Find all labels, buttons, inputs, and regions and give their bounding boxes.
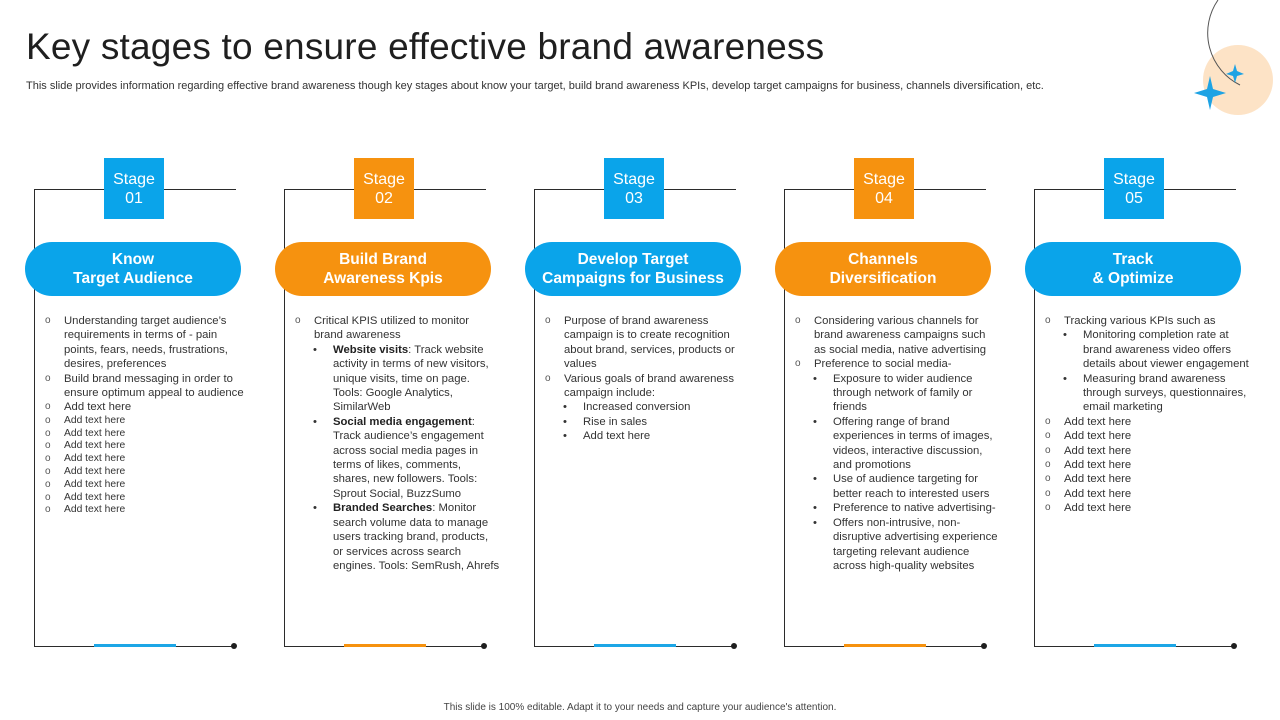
sub-item: Offers non-intrusive, non-disruptive adv…: [795, 516, 1000, 574]
bottom-accent-bar: [1094, 644, 1176, 647]
sub-item-bold: Branded Searches: [333, 502, 433, 515]
heading-line-1: Know: [111, 251, 155, 268]
stage-content: Purpose of brand awareness campaign is t…: [545, 314, 750, 444]
sub-item: Use of audience targeting for better rea…: [795, 472, 1000, 501]
heading-line-2: Campaigns for Business: [542, 270, 724, 287]
sub-item: Increased conversion: [545, 400, 750, 415]
stage-heading: Track & Optimize: [1025, 242, 1241, 296]
frame-end-dot: [731, 643, 737, 649]
stage-heading: Develop Target Campaigns for Business: [525, 242, 741, 296]
slide-footer: This slide is 100% editable. Adapt it to…: [443, 702, 837, 713]
list-item: Add text here: [45, 400, 250, 415]
stage-badge: Stage 03: [604, 158, 664, 219]
list-item: Add text here: [45, 492, 250, 505]
stage-badge: Stage 05: [1104, 158, 1164, 219]
sub-item: Monitoring completion rate at brand awar…: [1045, 328, 1250, 371]
stage-badge-label: Stage: [613, 171, 655, 188]
list-item: Considering various channels for brand a…: [795, 314, 1000, 357]
list-item: Tracking various KPIs such as: [1045, 314, 1250, 329]
list-item: Add text here: [45, 466, 250, 479]
list-item: Preference to social media-: [795, 357, 1000, 372]
heading-line-2: Diversification: [829, 270, 937, 287]
stage-badge-label: Stage: [1113, 171, 1155, 188]
list-item: Critical KPIS utilized to monitor brand …: [295, 314, 500, 343]
sub-item: Add text here: [545, 429, 750, 444]
stage-badge-number: 05: [1125, 190, 1143, 207]
stage-heading: Build Brand Awareness Kpis: [275, 242, 491, 296]
sub-item: Measuring brand awareness through survey…: [1045, 372, 1250, 415]
stage-badge-number: 01: [125, 190, 143, 207]
list-item: Add text here: [45, 428, 250, 441]
stage-badge: Stage 01: [104, 158, 164, 219]
stage-badge-label: Stage: [363, 171, 405, 188]
sub-item: Website visits: Track website activity i…: [295, 343, 500, 415]
heading-line-2: Awareness Kpis: [323, 270, 443, 287]
list-item: Purpose of brand awareness campaign is t…: [545, 314, 750, 372]
stage-heading: Know Target Audience: [25, 242, 241, 296]
list-item: Add text here: [1045, 472, 1250, 487]
stage-content: Considering various channels for brand a…: [795, 314, 1000, 573]
sub-item-text: : Track website activity in terms of new…: [333, 343, 489, 414]
stage-badge-label: Stage: [863, 171, 905, 188]
frame-end-dot: [981, 643, 987, 649]
heading-line-1: Develop Target: [577, 251, 689, 268]
frame-end-dot: [1231, 643, 1237, 649]
sub-item-bold: Social media engagement: [333, 415, 472, 428]
sub-item: Branded Searches: Monitor search volume …: [295, 501, 500, 573]
heading-line-2: & Optimize: [1092, 270, 1174, 287]
stage-content: Tracking various KPIs such as Monitoring…: [1045, 314, 1250, 516]
list-item: Add text here: [1045, 487, 1250, 502]
heading-line-2: Target Audience: [73, 270, 193, 287]
bottom-accent-bar: [344, 644, 426, 647]
stage-badge-number: 04: [875, 190, 893, 207]
frame-end-dot: [231, 643, 237, 649]
stage-heading: Channels Diversification: [775, 242, 991, 296]
list-item: Various goals of brand awareness campaig…: [545, 372, 750, 401]
list-item: Add text here: [45, 415, 250, 428]
stage-1-column: Stage 01 Know Target Audience Understand…: [25, 158, 275, 658]
sub-item: Offering range of brand experiences in t…: [795, 415, 1000, 473]
stage-badge-number: 02: [375, 190, 393, 207]
list-item: Add text here: [45, 504, 250, 517]
frame-end-dot: [481, 643, 487, 649]
list-item: Add text here: [1045, 415, 1250, 430]
list-item: Add text here: [45, 479, 250, 492]
slide-title: Key stages to ensure effective brand awa…: [26, 26, 825, 67]
bottom-accent-bar: [844, 644, 926, 647]
stage-content: Understanding target audience’s requirem…: [45, 314, 250, 517]
bottom-accent-bar: [94, 644, 176, 647]
sub-item-bold: Website visits: [333, 343, 409, 356]
sub-item-text: : Monitor search volume data to manage u…: [333, 502, 500, 572]
list-item: Add text here: [1045, 501, 1250, 516]
sub-item: Exposure to wider audience through netwo…: [795, 372, 1000, 415]
stage-badge-number: 03: [625, 190, 643, 207]
sub-item: Preference to native advertising-: [795, 501, 1000, 516]
decorative-sparkle-icon: [1194, 0, 1273, 115]
heading-line-1: Track: [1112, 251, 1154, 268]
stage-4-column: Stage 04 Channels Diversification Consid…: [775, 158, 1025, 658]
list-item: Build brand messaging in order to ensure…: [45, 372, 250, 401]
bottom-accent-bar: [594, 644, 676, 647]
list-item: Understanding target audience’s requirem…: [45, 314, 250, 372]
heading-line-1: Build Brand: [339, 251, 427, 268]
sub-item: Rise in sales: [545, 415, 750, 430]
stage-badge-label: Stage: [113, 171, 155, 188]
list-item: Add text here: [1045, 458, 1250, 473]
stage-2-column: Stage 02 Build Brand Awareness Kpis Crit…: [275, 158, 525, 658]
list-item: Add text here: [1045, 444, 1250, 459]
stage-badge: Stage 02: [354, 158, 414, 219]
list-item: Add text here: [45, 453, 250, 466]
stage-content: Critical KPIS utilized to monitor brand …: [295, 314, 500, 573]
list-item: Add text here: [1045, 429, 1250, 444]
list-item: Add text here: [45, 440, 250, 453]
sub-item-text: : Track audience’s engagement across soc…: [333, 415, 484, 500]
slide-subtitle: This slide provides information regardin…: [26, 80, 1044, 92]
heading-line-1: Channels: [848, 251, 918, 268]
sub-item: Social media engagement: Track audience’…: [295, 415, 500, 501]
stage-3-column: Stage 03 Develop Target Campaigns for Bu…: [525, 158, 775, 658]
stage-5-column: Stage 05 Track & Optimize Tracking vario…: [1025, 158, 1275, 658]
stage-badge: Stage 04: [854, 158, 914, 219]
